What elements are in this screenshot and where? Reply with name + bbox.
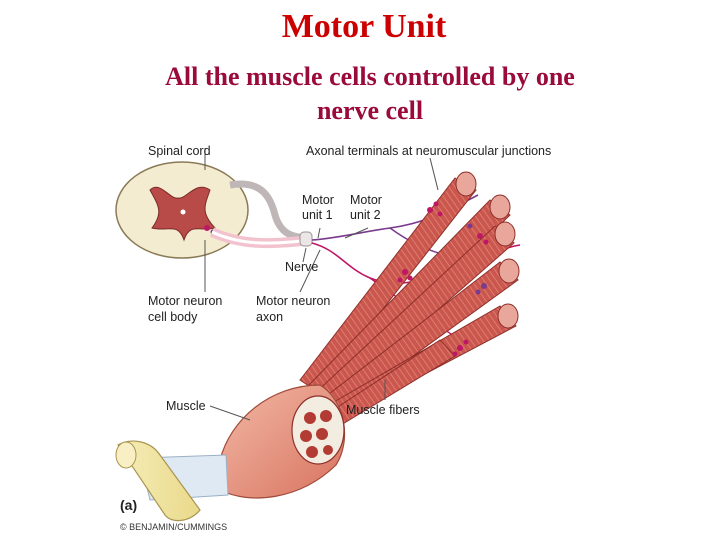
label-motor-unit-1-line1: Motor xyxy=(302,193,334,207)
copyright-notice: © BENJAMIN/CUMMINGS xyxy=(120,522,227,532)
leader-lines xyxy=(204,148,439,421)
label-nerve: Nerve xyxy=(285,260,318,274)
subtitle-line-2: nerve cell xyxy=(316,96,424,125)
label-motor-unit-2-line1: Motor xyxy=(350,193,382,207)
label-cell-body-line2: cell body xyxy=(148,310,198,324)
label-spinal-cord: Spinal cord xyxy=(148,144,211,158)
label-axon-line1: Motor neuron xyxy=(256,294,330,308)
label-motor-unit-1-line2: unit 1 xyxy=(302,208,333,222)
label-axonal-terminals: Axonal terminals at neuromuscular juncti… xyxy=(306,144,551,158)
label-muscle: Muscle xyxy=(166,399,206,413)
muscle xyxy=(115,384,346,522)
spinal-cord xyxy=(115,161,249,259)
label-axon-line2: axon xyxy=(256,310,283,324)
motor-neuron-cell-body xyxy=(204,225,210,231)
page-title: Motor Unit xyxy=(281,8,447,45)
muscle-fibers xyxy=(299,171,520,429)
label-muscle-fibers: Muscle fibers xyxy=(346,403,420,417)
label-cell-body-line1: Motor neuron xyxy=(148,294,222,308)
label-motor-unit-2-line2: unit 2 xyxy=(350,208,381,222)
subtitle-line-1: All the muscle cells controlled by one xyxy=(165,62,575,91)
label-part-a: (a) xyxy=(120,497,137,513)
page-subtitle: All the muscle cells controlled by one n… xyxy=(70,60,670,128)
